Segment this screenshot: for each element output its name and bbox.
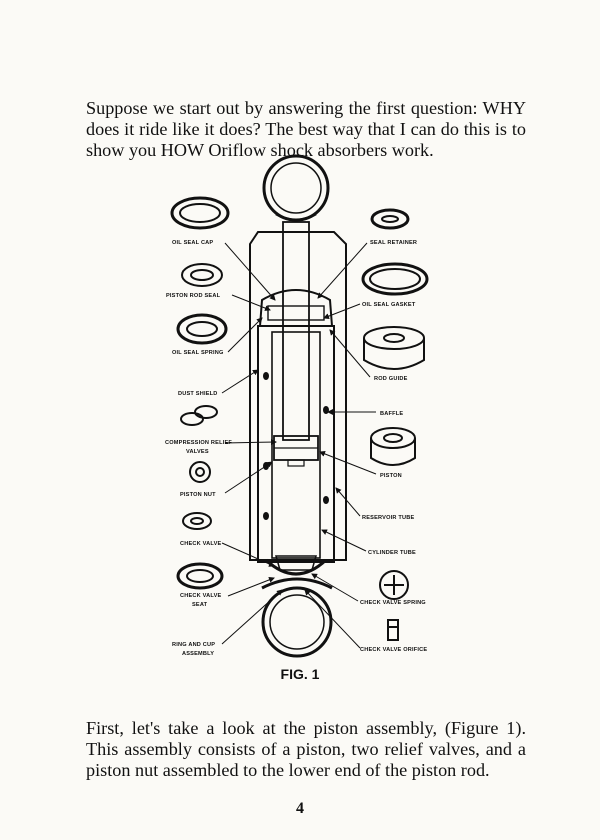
label-oil-seal-gasket: OIL SEAL GASKET: [362, 302, 416, 308]
oil-seal-spring-icon: [176, 313, 228, 345]
oil-seal-gasket-icon: [361, 262, 429, 296]
piston-rod-seal-icon: [181, 263, 223, 287]
seal-retainer-icon: [370, 208, 410, 230]
piston-nut-icon: [189, 461, 211, 483]
label-check-valve-seat-1: CHECK VALVE: [180, 593, 222, 599]
label-rod-guide: ROD GUIDE: [374, 376, 408, 382]
upper-mounting-ring: [262, 154, 330, 222]
label-cylinder-tube: CYLINDER TUBE: [368, 550, 416, 556]
label-ring-and-cup-2: ASSEMBLY: [182, 651, 214, 657]
label-compression-relief-2: VALVES: [186, 449, 209, 455]
label-dust-shield: DUST SHIELD: [178, 391, 218, 397]
label-ring-and-cup-1: RING AND CUP: [172, 642, 215, 648]
check-valve-seat-icon: [176, 562, 224, 590]
intro-paragraph: Suppose we start out by answering the fi…: [86, 98, 526, 161]
label-baffle: BAFFLE: [380, 411, 403, 417]
piston-icon: [370, 427, 416, 449]
label-piston-rod-seal: PISTON ROD SEAL: [166, 293, 221, 299]
compression-relief-valve-icon: [180, 412, 204, 426]
rod-guide-icon: [363, 326, 425, 350]
check-valve-icon: [182, 512, 212, 530]
label-piston-nut: PISTON NUT: [180, 492, 216, 498]
label-check-valve-spring: CHECK VALVE SPRING: [360, 600, 426, 606]
label-check-valve: CHECK VALVE: [180, 541, 222, 547]
figure-caption: FIG. 1: [280, 666, 320, 682]
lower-mounting-ring: [261, 586, 333, 658]
label-seal-retainer: SEAL RETAINER: [370, 240, 417, 246]
cylinder-tube-shape: [271, 331, 321, 559]
label-oil-seal-spring: OIL SEAL SPRING: [172, 350, 224, 356]
label-piston: PISTON: [380, 473, 402, 479]
check-valve-orifice-icon: [387, 619, 399, 641]
page-number: 4: [296, 800, 304, 817]
shock-absorber-figure: OIL SEAL CAP PISTON ROD SEAL OIL SEAL SP…: [165, 154, 429, 658]
label-check-valve-orifice: CHECK VALVE ORIFICE: [360, 647, 427, 653]
reservoir-tube-shape: [257, 325, 335, 563]
label-compression-relief-1: COMPRESSION RELIEF: [165, 440, 232, 446]
oil-seal-cap-icon: [170, 196, 230, 230]
label-reservoir-tube: RESERVOIR TUBE: [362, 515, 414, 521]
label-oil-seal-cap: OIL SEAL CAP: [172, 240, 213, 246]
piston-rod: [282, 221, 310, 441]
piston-assembly-paragraph: First, let's take a look at the piston a…: [86, 718, 526, 781]
label-check-valve-seat-2: SEAT: [192, 602, 208, 608]
check-valve-spring-icon: [379, 570, 409, 600]
dust-shield-outline: [249, 231, 347, 561]
